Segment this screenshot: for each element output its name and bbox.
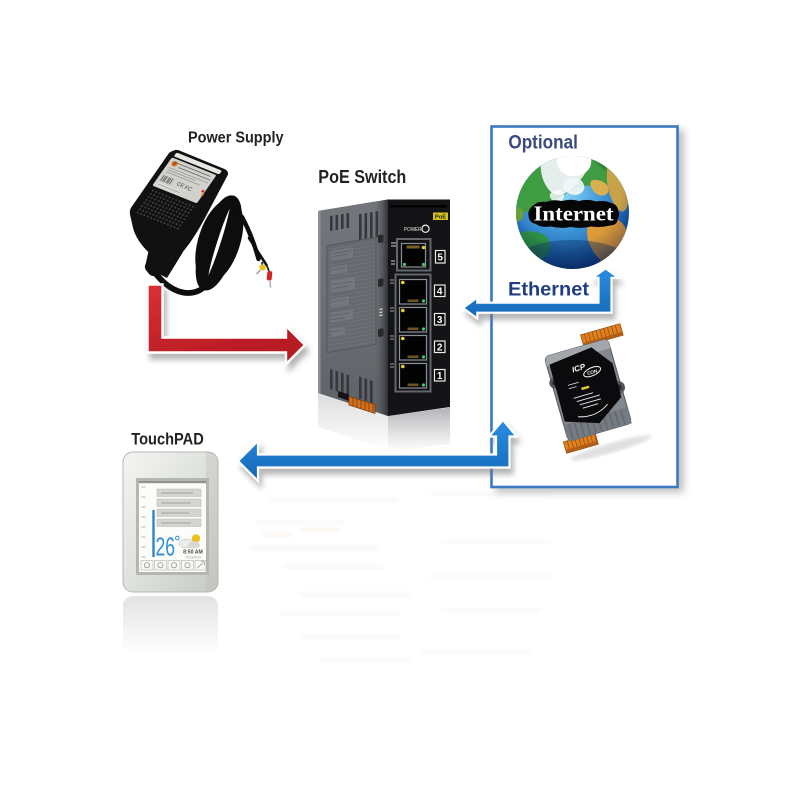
svg-text:POWER: POWER <box>404 227 422 233</box>
svg-text:FC: FC <box>183 185 193 193</box>
svg-text:CE: CE <box>175 181 186 189</box>
svg-text:1: 1 <box>437 371 443 382</box>
svg-text:4: 4 <box>437 286 443 297</box>
svg-text:Internet: Internet <box>534 201 614 225</box>
svg-text:PoE Switch: PoE Switch <box>318 167 406 187</box>
svg-text:5: 5 <box>437 253 443 264</box>
svg-text:PoE: PoE <box>435 214 446 220</box>
svg-text:2013/6/20: 2013/6/20 <box>185 556 201 560</box>
svg-text:Optional: Optional <box>508 133 578 154</box>
svg-text:26: 26 <box>156 531 176 561</box>
svg-text:TouchPAD: TouchPAD <box>131 430 204 449</box>
svg-text:Power Supply: Power Supply <box>188 129 284 146</box>
svg-text:3: 3 <box>437 315 443 326</box>
svg-text:8:50 AM: 8:50 AM <box>183 550 203 556</box>
svg-text:2: 2 <box>437 342 443 353</box>
svg-text:ICP: ICP <box>571 362 587 375</box>
svg-text:Ethernet: Ethernet <box>508 280 590 301</box>
svg-text:CON: CON <box>587 368 599 376</box>
